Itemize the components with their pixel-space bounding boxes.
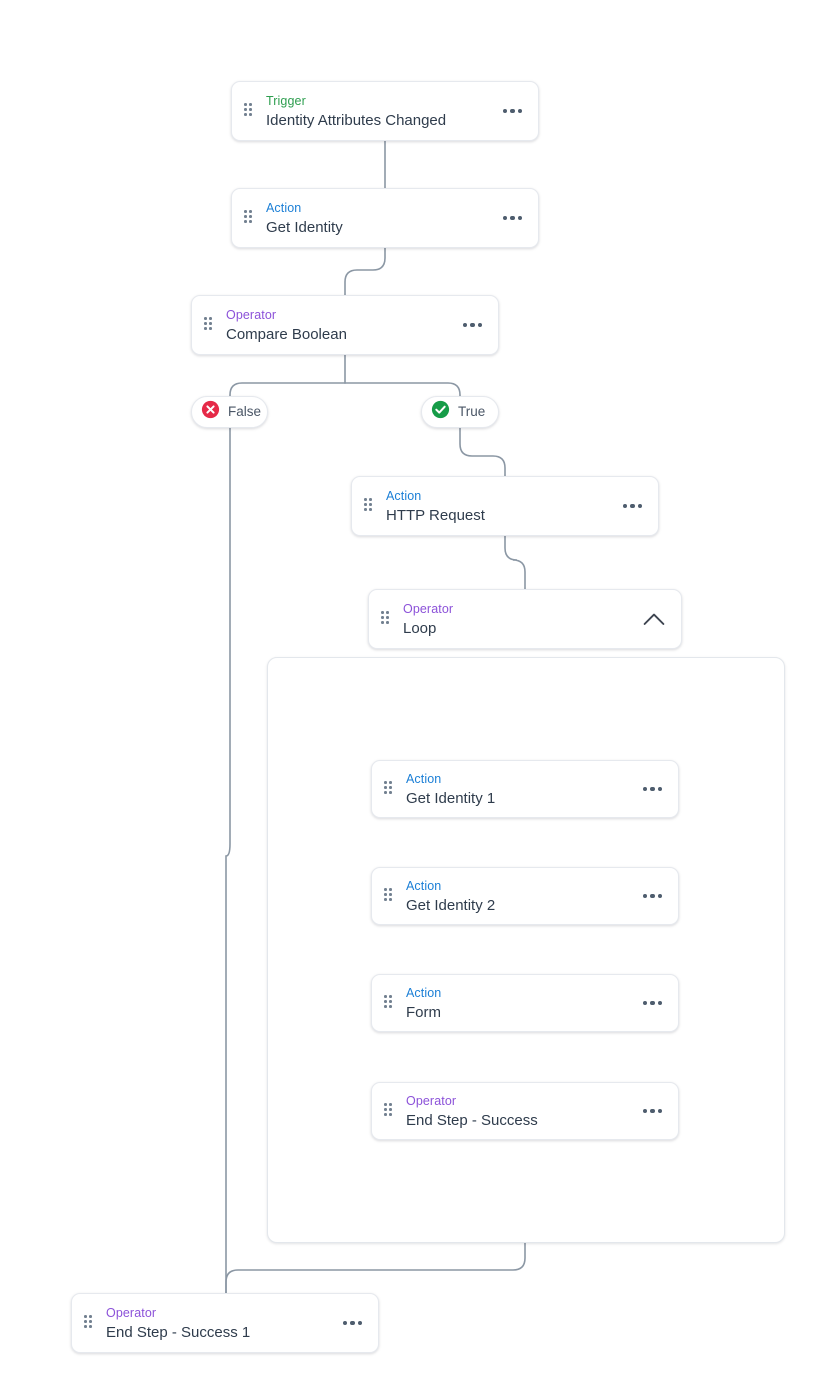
drag-handle-icon[interactable]	[384, 888, 395, 904]
node-title: Compare Boolean	[226, 325, 347, 343]
edge-true-to-http-request	[459, 427, 506, 477]
node-kind-label: Action	[406, 771, 442, 786]
check-circle-icon	[431, 400, 450, 424]
more-options-icon[interactable]	[461, 317, 485, 334]
node-kind-label: Action	[406, 985, 442, 1000]
node-kind-label: Action	[386, 488, 422, 503]
more-options-icon[interactable]	[641, 781, 665, 798]
edge-false-to-end-step	[225, 427, 231, 1294]
drag-handle-icon[interactable]	[364, 498, 375, 514]
more-options-icon[interactable]	[621, 498, 645, 515]
drag-handle-icon[interactable]	[244, 103, 255, 119]
edge-loop-exit-to-end-step	[225, 1240, 526, 1294]
node-kind-label: Action	[266, 200, 302, 215]
edge-branch-split-true	[344, 382, 461, 397]
node-title: Identity Attributes Changed	[266, 111, 447, 129]
badge-label: False	[228, 404, 262, 420]
edge-get-identity-to-compare-boolean	[344, 247, 386, 296]
node-kind-label: Operator	[106, 1305, 157, 1320]
node-title: Loop	[403, 619, 437, 637]
node-title: Form	[406, 1003, 441, 1021]
edge-branch-split-false	[229, 382, 346, 397]
more-options-icon[interactable]	[641, 888, 665, 905]
x-circle-icon	[201, 400, 220, 424]
drag-handle-icon[interactable]	[244, 210, 255, 226]
node-title: End Step - Success	[406, 1111, 538, 1129]
drag-handle-icon[interactable]	[384, 995, 395, 1011]
node-title: Get Identity	[266, 218, 343, 236]
drag-handle-icon[interactable]	[204, 317, 215, 333]
more-options-icon[interactable]	[501, 210, 525, 227]
node-kind-label: Trigger	[266, 93, 306, 108]
drag-handle-icon[interactable]	[381, 611, 392, 627]
more-options-icon[interactable]	[641, 1103, 665, 1120]
badge-branch-true[interactable]: True	[421, 396, 499, 428]
badge-label: True	[458, 404, 486, 420]
more-options-icon[interactable]	[501, 103, 525, 120]
node-title: HTTP Request	[386, 506, 485, 524]
loop-body-container	[267, 657, 785, 1243]
node-title: End Step - Success 1	[106, 1323, 251, 1341]
edge-http-request-to-loop	[504, 535, 526, 590]
drag-handle-icon[interactable]	[384, 781, 395, 797]
chevron-up-icon[interactable]	[641, 606, 667, 632]
more-options-icon[interactable]	[641, 995, 665, 1012]
more-options-icon[interactable]	[341, 1315, 365, 1332]
node-kind-label: Operator	[406, 1093, 457, 1108]
node-title: Get Identity 1	[406, 789, 496, 807]
node-title: Get Identity 2	[406, 896, 496, 914]
badge-branch-false[interactable]: False	[191, 396, 268, 428]
node-kind-label: Operator	[226, 307, 277, 322]
node-kind-label: Operator	[403, 601, 454, 616]
node-kind-label: Action	[406, 878, 442, 893]
drag-handle-icon[interactable]	[384, 1103, 395, 1119]
drag-handle-icon[interactable]	[84, 1315, 95, 1331]
